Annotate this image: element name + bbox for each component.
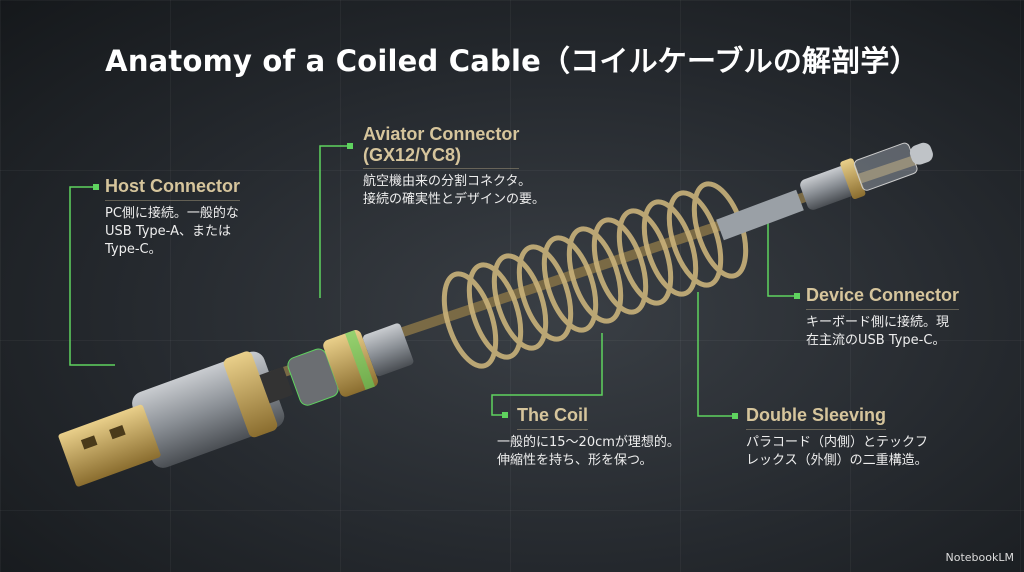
usb-c-connector: [800, 142, 933, 210]
host-dot: [93, 184, 99, 190]
device-dot: [794, 293, 800, 299]
host-connector-title: Host Connector: [105, 176, 240, 201]
sleeving-title: Double Sleeving: [746, 405, 887, 430]
host-connector-desc: PC側に接続。一般的な USB Type-A、または Type-C。: [105, 205, 239, 257]
host-connector-label: Host Connector PC側に接続。一般的な USB Type-A、また…: [105, 176, 240, 259]
aviator-dot: [347, 143, 353, 149]
notebooklm-brand: NotebookLM: [945, 551, 1014, 564]
sleeving-dot: [732, 413, 738, 419]
aviator-connector-desc: 航空機由来の分割コネクタ。 接続の確実性とデザインの要。: [363, 174, 546, 208]
page-title: Anatomy of a Coiled Cable（コイルケーブルの解剖学）: [105, 44, 919, 78]
aviator-connector: [287, 323, 414, 406]
sleeving-desc: パラコード（内側）とテックフ レックス（外側）の二重構造。: [746, 434, 929, 468]
coil-title: The Coil: [517, 405, 588, 430]
sleeving-label: Double Sleeving パラコード（内側）とテックフ レックス（外側）の…: [746, 405, 928, 470]
device-connector-label: Device Connector キーボード側に接続。現 在主流のUSB Typ…: [806, 285, 960, 350]
device-connector-desc: キーボード側に接続。現 在主流のUSB Type-C。: [806, 314, 950, 348]
leader-lines: [69, 145, 797, 417]
coil-label: The Coil 一般的に15〜20cmが理想的。 伸縮性を持ち、形を保つ。: [497, 405, 680, 470]
usb-a-connector: [58, 351, 294, 487]
aviator-connector-title: Aviator Connector (GX12/YC8): [363, 124, 520, 170]
aviator-connector-label: Aviator Connector (GX12/YC8) 航空機由来の分割コネク…: [363, 124, 545, 209]
device-connector-title: Device Connector: [806, 285, 960, 310]
coil-desc: 一般的に15〜20cmが理想的。 伸縮性を持ち、形を保つ。: [497, 434, 680, 468]
double-sleeving: [716, 189, 804, 241]
coil-dot: [502, 412, 508, 418]
coil: [441, 181, 749, 369]
